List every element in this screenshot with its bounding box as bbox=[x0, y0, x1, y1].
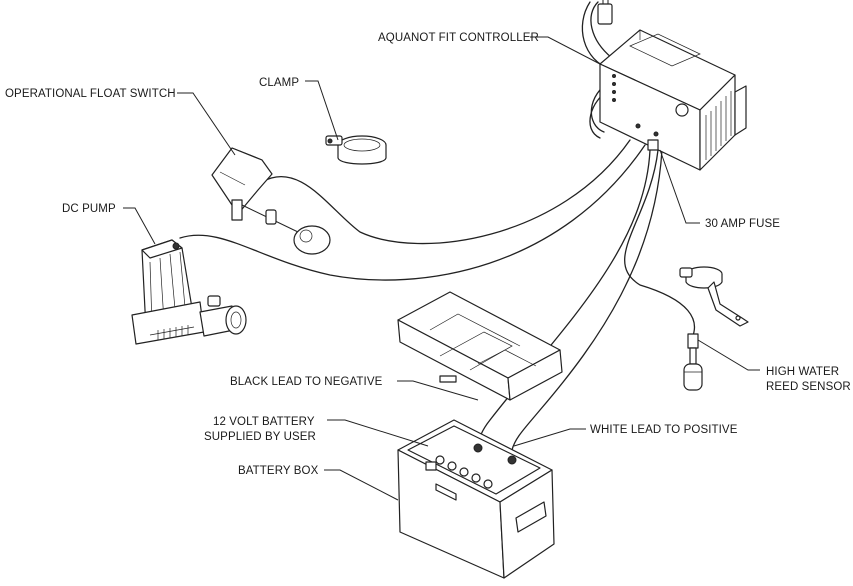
battery-cell-cap-icon bbox=[483, 479, 493, 489]
dc-pump bbox=[131, 239, 247, 345]
black-lead-label: BLACK LEAD TO NEGATIVE bbox=[230, 376, 383, 388]
battery-cell-cap-icon bbox=[471, 473, 481, 483]
led-indicator-icon bbox=[612, 82, 616, 86]
battery-label-line2: SUPPLIED BY USER bbox=[204, 431, 316, 443]
battery-label-line1: 12 VOLT BATTERY bbox=[213, 416, 315, 428]
battery-box-label: BATTERY BOX bbox=[238, 465, 319, 477]
clamp-screw-icon bbox=[327, 138, 333, 144]
clamp-label: CLAMP bbox=[259, 77, 299, 89]
controller-label: AQUANOT FIT CONTROLLER bbox=[378, 32, 539, 44]
reed-sensor-label-line1: HIGH WATER bbox=[766, 366, 839, 378]
reed-sensor-label-line2: REED SENSOR bbox=[766, 381, 851, 393]
positive-terminal-icon bbox=[507, 455, 517, 465]
dc-pump-label: DC PUMP bbox=[62, 203, 116, 215]
controller-button-icon bbox=[675, 103, 689, 117]
aquanot-fit-controller bbox=[599, 29, 747, 171]
battery-cell-cap-icon bbox=[459, 467, 469, 477]
high-water-reed-sensor bbox=[679, 266, 749, 391]
operational-float-switch bbox=[211, 147, 331, 255]
battery-cell-cap-icon bbox=[447, 461, 457, 471]
led-indicator-icon bbox=[612, 90, 616, 94]
battery-box bbox=[397, 419, 555, 579]
battery-box-lid bbox=[397, 291, 563, 401]
white-lead-label: WHITE LEAD TO POSITIVE bbox=[590, 424, 738, 436]
led-indicator-icon bbox=[612, 98, 616, 102]
fuse-label: 30 AMP FUSE bbox=[705, 218, 780, 230]
float-switch-label: OPERATIONAL FLOAT SWITCH bbox=[5, 88, 176, 100]
battery-cell-cap-icon bbox=[435, 455, 445, 465]
led-indicator-icon bbox=[612, 74, 616, 78]
fuse-holder-icon bbox=[647, 139, 659, 151]
leader-lines bbox=[123, 36, 760, 501]
pump-connector-icon bbox=[172, 242, 180, 250]
power-plug-icon bbox=[597, 3, 613, 25]
negative-terminal-icon bbox=[473, 443, 483, 453]
clamp bbox=[325, 135, 387, 165]
labels: AQUANOT FIT CONTROLLER OPERATIONAL FLOAT… bbox=[5, 32, 851, 477]
